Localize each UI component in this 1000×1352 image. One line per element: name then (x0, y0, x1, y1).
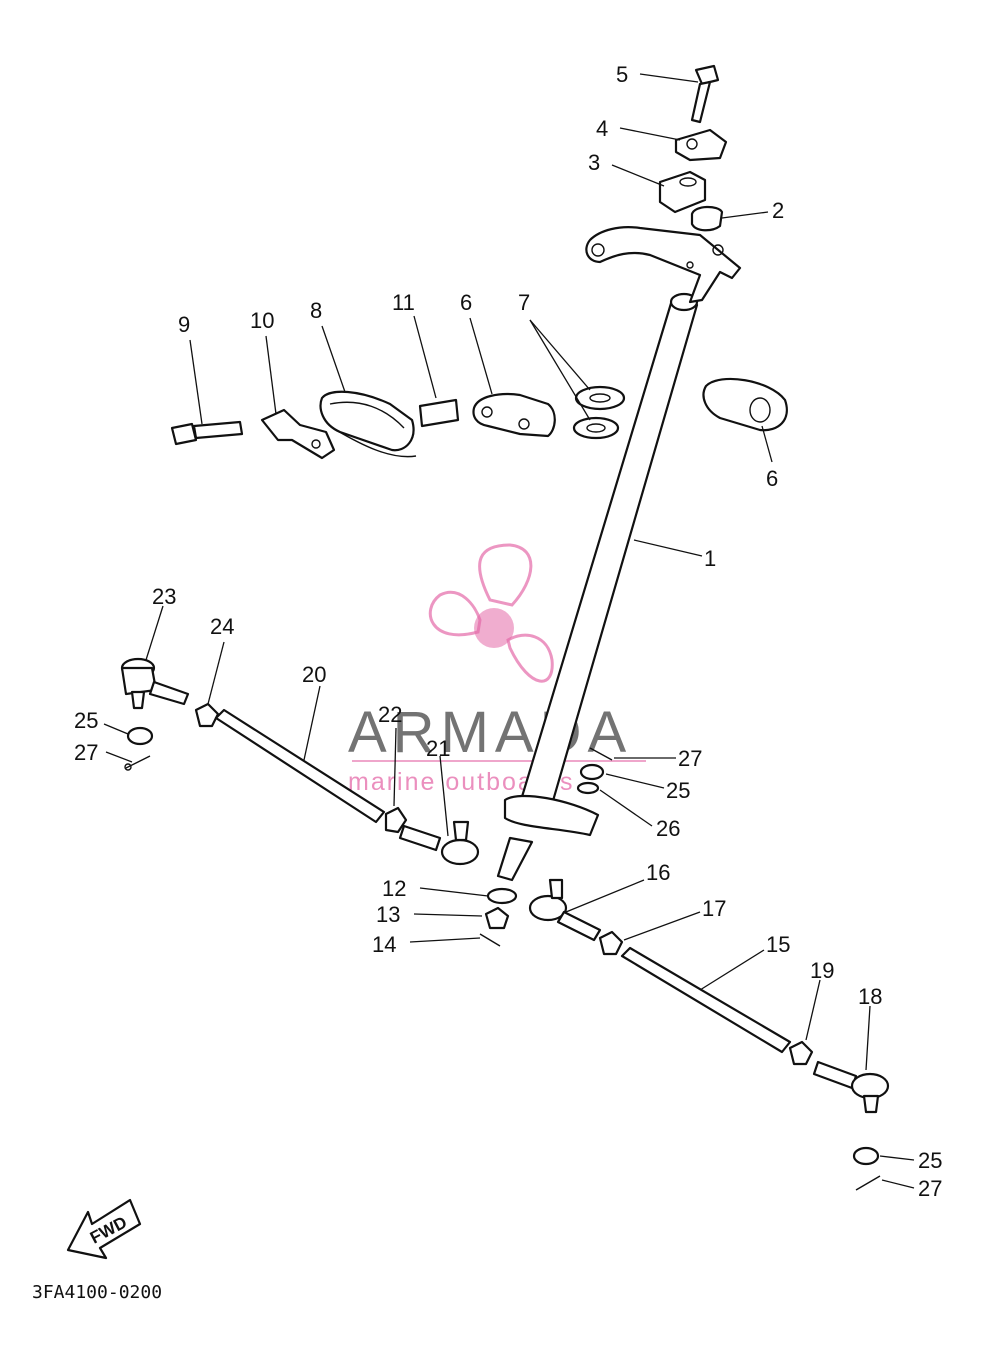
part-20-tie-rod (214, 708, 386, 824)
part-8-plate (319, 390, 417, 458)
part-3-holder (658, 170, 707, 214)
part-25-nut-left (126, 726, 154, 746)
callout-25-right: 25 (918, 1148, 942, 1173)
callout-14: 14 (372, 932, 396, 957)
callout-27-right: 27 (918, 1176, 942, 1201)
callout-23: 23 (152, 584, 176, 609)
part-upper-bracket (585, 226, 742, 304)
part-10-lock-plate (260, 408, 336, 460)
callout-10: 10 (250, 308, 274, 333)
callout-27-left: 27 (74, 740, 98, 765)
part-21-tie-rod-end (398, 820, 480, 866)
callout-9: 9 (178, 312, 190, 337)
callout-25-center: 25 (666, 778, 690, 803)
callout-8: 8 (310, 298, 322, 323)
part-6-bushing-right (702, 377, 788, 432)
diagram-code: 3FA4100-0200 (32, 1282, 162, 1303)
callout-22: 22 (378, 702, 402, 727)
part-18-tie-rod-end (812, 1060, 890, 1114)
part-13-nut (484, 906, 510, 930)
callout-6: 6 (460, 290, 472, 315)
callout-24: 24 (210, 614, 234, 639)
callout-12: 12 (382, 876, 406, 901)
part-7-washers (572, 385, 626, 440)
part-27-pin-left (124, 755, 151, 771)
part-11-sleeve (418, 398, 460, 428)
callout-6-right: 6 (766, 466, 778, 491)
part-16-tie-rod-end (528, 878, 602, 942)
callout-4: 4 (596, 116, 608, 141)
part-24-nut (194, 702, 220, 728)
part-17-nut (598, 930, 624, 956)
part-26-washer (576, 781, 600, 795)
part-27-pin-center (589, 747, 613, 761)
callout-1: 1 (704, 546, 716, 571)
callout-18: 18 (858, 984, 882, 1009)
part-23-tie-rod-end (120, 657, 190, 710)
callout-25-left: 25 (74, 708, 98, 733)
callout-11: 11 (392, 290, 415, 315)
callout-27-center: 27 (678, 746, 702, 771)
part-6-holder-left (472, 392, 556, 438)
part-14-pin (479, 933, 501, 947)
part-1-steering-column (496, 292, 699, 882)
part-12-washer (486, 887, 518, 905)
callout-20: 20 (302, 662, 326, 687)
callout-2: 2 (772, 198, 784, 223)
part-2-cap (690, 205, 724, 232)
callout-3: 3 (588, 150, 600, 175)
callout-19: 19 (810, 958, 834, 983)
part-27-pin-right (855, 1175, 881, 1191)
part-22-nut (384, 806, 408, 834)
propeller-icon (428, 543, 554, 683)
part-25-nut-right (852, 1146, 880, 1166)
part-25-nut-center (579, 763, 605, 781)
callout-5: 5 (616, 62, 628, 87)
part-4-clamp (674, 128, 728, 162)
part-19-nut (788, 1040, 814, 1066)
part-9-bolt (170, 420, 244, 446)
callout-16: 16 (646, 860, 670, 885)
callout-13: 13 (376, 902, 400, 927)
callout-17: 17 (702, 896, 726, 921)
callout-labels: 5 4 3 2 9 10 8 11 6 7 6 1 23 24 20 25 27… (74, 62, 942, 1201)
callout-21: 21 (426, 736, 450, 761)
part-5-bolt (690, 64, 720, 124)
leader-lines (103, 73, 915, 1189)
callout-15: 15 (766, 932, 790, 957)
callout-26: 26 (656, 816, 680, 841)
callout-7: 7 (518, 290, 530, 315)
fwd-arrow-icon: FWD (66, 1198, 142, 1260)
part-15-tie-rod (620, 946, 792, 1054)
